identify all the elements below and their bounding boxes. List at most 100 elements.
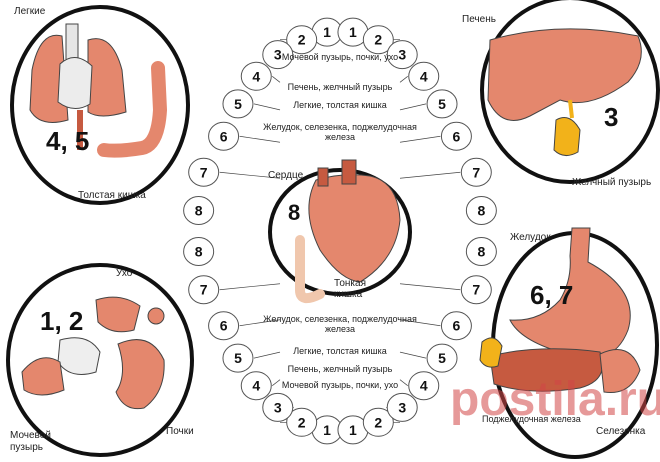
heart-illustration (308, 159, 401, 283)
tooth-number: 5 (234, 96, 242, 112)
connector-line (253, 351, 281, 359)
tooth-number: 4 (420, 378, 428, 394)
lungs-number: 4, 5 (46, 126, 90, 156)
tooth-number: 3 (398, 47, 406, 63)
lower-tooth-6-right: 6 (440, 311, 472, 341)
lower-tooth-8-right: 8 (465, 236, 497, 266)
tooth-number: 2 (298, 32, 306, 48)
tooth-number: 2 (374, 414, 382, 430)
upper-tooth-6-left: 6 (208, 121, 240, 151)
center-top-line-3: Легкие, толстая кишка (293, 100, 387, 110)
connector-line (272, 379, 281, 386)
liver-label: Печень (462, 14, 496, 25)
lower-tooth-4-right: 4 (408, 371, 440, 401)
stomach-label: Желудок (510, 232, 551, 243)
small-intestine-illustration (295, 235, 325, 304)
connector-line (399, 103, 427, 111)
center-bottom-line-2: Легкие, толстая кишка (293, 346, 387, 356)
upper-tooth-2-left: 2 (286, 25, 318, 55)
tooth-number: 4 (252, 378, 260, 394)
tooth-number: 4 (252, 68, 260, 84)
tooth-number: 6 (453, 128, 461, 144)
pancreas-label: Поджелудочная железа (482, 414, 581, 424)
upper-tooth-5-left: 5 (222, 89, 254, 119)
tooth-number: 2 (374, 32, 382, 48)
tooth-number: 7 (200, 282, 208, 298)
tooth-number: 5 (438, 96, 446, 112)
upper-tooth-2-right: 2 (362, 25, 394, 55)
lungs-illustration (29, 23, 127, 150)
tooth-number: 7 (472, 164, 480, 180)
tooth-number: 7 (200, 164, 208, 180)
upper-tooth-6-right: 6 (440, 121, 472, 151)
kidney-panel-circle (6, 263, 194, 457)
lower-tooth-2-right: 2 (362, 407, 394, 437)
tooth-number: 8 (477, 203, 485, 219)
lower-tooth-7-right: 7 (460, 275, 492, 305)
connector-line (219, 171, 281, 179)
connector-line (399, 135, 441, 143)
ear-label: Ухо (116, 268, 133, 279)
tooth-number: 4 (420, 68, 428, 84)
tooth-number: 1 (323, 422, 331, 438)
tooth-number: 5 (234, 350, 242, 366)
lower-tooth-4-left: 4 (240, 371, 272, 401)
kidney-number: 1, 2 (40, 306, 84, 336)
lower-tooth-5-right: 5 (426, 343, 458, 373)
upper-tooth-8-left: 8 (183, 196, 215, 226)
liver-illustration (487, 28, 642, 156)
spleen-label: Селезенка (596, 426, 646, 437)
stomach-illustration (479, 227, 641, 394)
connector-line (399, 319, 441, 327)
tooth-number: 7 (472, 282, 480, 298)
colon-label: Толстая кишка (78, 190, 146, 201)
tooth-number: 8 (195, 243, 203, 259)
tooth-number: 3 (274, 399, 282, 415)
bladder-label: Мочевой пузырь (10, 430, 51, 453)
tooth-number: 8 (195, 203, 203, 219)
tooth-number: 8 (477, 243, 485, 259)
center-bottom-line-4: Мочевой пузырь, почки, ухо (281, 380, 399, 390)
connector-line (239, 135, 281, 143)
tooth-number: 1 (349, 422, 357, 438)
kidneys-label: Почки (166, 426, 194, 437)
tooth-number: 6 (220, 128, 228, 144)
connector-line (272, 76, 281, 83)
upper-tooth-3-right: 3 (386, 40, 418, 70)
center-bottom-line-3: Печень, желчный пузырь (287, 364, 393, 374)
connector-line (399, 76, 408, 83)
connector-line (399, 379, 408, 386)
center-top-line-1: Мочевой пузырь, почки, ухо (281, 52, 399, 62)
upper-tooth-4-left: 4 (240, 61, 272, 91)
heart-label: Сердце (268, 170, 304, 181)
upper-tooth-7-left: 7 (188, 157, 220, 187)
tooth-number: 2 (298, 414, 306, 430)
heart-number: 8 (288, 200, 301, 225)
colon-illustration (97, 61, 168, 158)
stomach-number: 6, 7 (530, 280, 574, 310)
connector-line (399, 283, 461, 291)
upper-tooth-4-right: 4 (408, 61, 440, 91)
lungs-label: Легкие (14, 6, 46, 17)
upper-tooth-3-left: 3 (262, 40, 294, 70)
connector-line (399, 351, 427, 359)
tooth-number: 6 (220, 318, 228, 334)
connector-line (239, 319, 281, 327)
kidney-illustration (21, 296, 165, 410)
tooth-number: 6 (453, 318, 461, 334)
small-intestine-label: Тонкая кишка (334, 278, 366, 300)
upper-tooth-5-right: 5 (426, 89, 458, 119)
liver-number: 3 (604, 102, 619, 132)
lower-tooth-5-left: 5 (222, 343, 254, 373)
center-bottom-line-1: Желудок, селезенка, поджелудочная железа (263, 314, 417, 334)
connector-line (399, 171, 461, 179)
center-top-line-2: Печень, желчный пузырь (287, 82, 393, 92)
connector-line (219, 283, 281, 291)
center-top-line-4: Желудок, селезенка, поджелудочная железа (263, 122, 417, 142)
tooth-number: 3 (398, 399, 406, 415)
lower-tooth-3-right: 3 (386, 392, 418, 422)
lower-tooth-6-left: 6 (208, 311, 240, 341)
